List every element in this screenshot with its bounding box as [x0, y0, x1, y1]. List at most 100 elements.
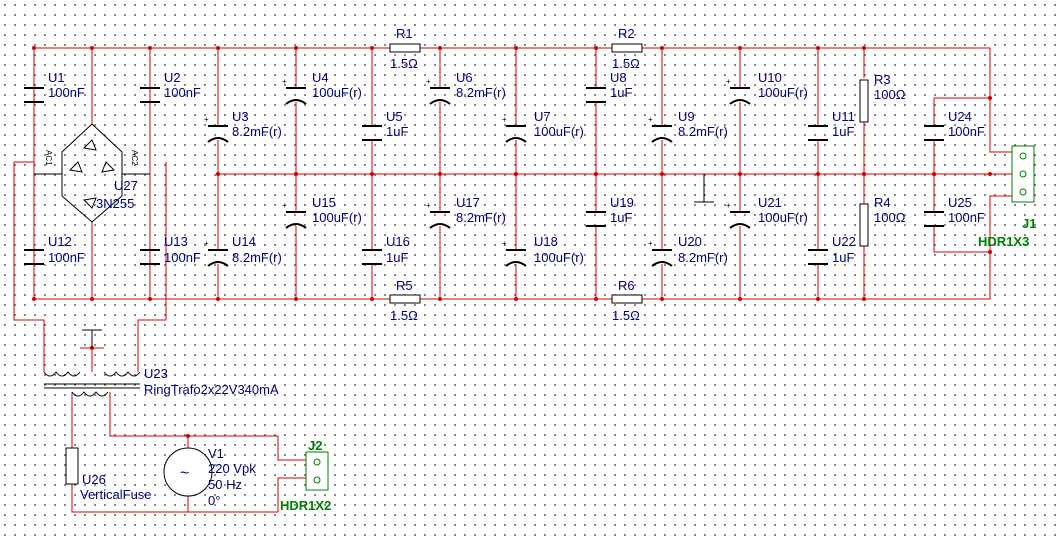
label-U11-value: 1uF — [832, 124, 854, 139]
label-R4-value: 100Ω — [874, 210, 906, 225]
label-V1-frequency: 50 Hz — [208, 477, 242, 492]
svg-text:+: + — [726, 201, 731, 210]
label-R2-ref: R2 — [618, 26, 635, 41]
label-U20-value: 8.2mF(r) — [678, 250, 728, 265]
label-U14-value: 8.2mF(r) — [232, 250, 282, 265]
ground-icon — [694, 174, 714, 203]
resistors — [389, 43, 869, 304]
label-U3-value: 8.2mF(r) — [232, 124, 282, 139]
label-R5-ref: R5 — [396, 278, 413, 293]
label-R4-ref: R4 — [874, 195, 891, 210]
capacitor-icon — [808, 125, 828, 141]
label-U6-value: 8.2mF(r) — [456, 85, 506, 100]
label-U17-value: 8.2mF(r) — [456, 210, 506, 225]
label-U23-ref: U23 — [144, 366, 168, 381]
label-U26-ref: U26 — [82, 472, 106, 487]
label-U15-ref: U15 — [312, 195, 336, 210]
labels: U1 100nF U2 100nF U3 8.2mF(r) U4 100uF(r… — [48, 26, 1036, 513]
transformer-icon — [43, 371, 141, 397]
label-U23-value: RingTrafo2x22V340mA — [144, 382, 279, 397]
label-U14-ref: U14 — [232, 234, 256, 249]
label-U13-value: 100nF — [164, 250, 201, 265]
label-U21-ref: U21 — [758, 195, 782, 210]
label-U11-ref: U11 — [832, 109, 855, 124]
label-U5-ref: U5 — [386, 109, 403, 124]
capacitor-icon — [924, 125, 944, 141]
svg-text:AC2: AC2 — [130, 150, 139, 166]
capacitor-icon — [362, 249, 382, 265]
label-J2-ref: J2 — [308, 438, 322, 453]
capacitor-icon — [808, 249, 828, 265]
resistor-icon — [389, 43, 421, 53]
label-U2-ref: U2 — [164, 70, 181, 85]
svg-text:+: + — [282, 77, 287, 86]
svg-text:+: + — [426, 77, 431, 86]
svg-text:+: + — [502, 115, 507, 124]
label-U19-ref: U19 — [610, 195, 634, 210]
label-U2-value: 100nF — [164, 85, 201, 100]
header-j2-icon — [305, 451, 329, 491]
svg-text:+: + — [648, 115, 653, 124]
label-R6-value: 1.5Ω — [612, 308, 640, 323]
resistor-icon — [859, 79, 869, 123]
label-U22-value: 1uF — [832, 250, 854, 265]
label-R3-value: 100Ω — [874, 87, 906, 102]
svg-text:+: + — [726, 77, 731, 86]
label-J1-value: HDR1X3 — [978, 234, 1029, 249]
label-U12-value: 100nF — [48, 250, 85, 265]
capacitors: +++ +++ +++ +++ — [24, 77, 944, 267]
label-U24-ref: U24 — [948, 109, 972, 124]
capacitor-icon — [140, 87, 160, 103]
resistor-icon — [611, 43, 643, 53]
capacitor-icon — [362, 125, 382, 141]
label-U5-value: 1uF — [386, 124, 408, 139]
resistor-icon — [611, 294, 643, 304]
label-R1-value: 1.5Ω — [390, 56, 418, 71]
label-R1-ref: R1 — [396, 26, 413, 41]
label-U4-value: 100uF(r) — [312, 85, 362, 100]
label-U8-value: 1uF — [610, 85, 632, 100]
label-U18-value: 100uF(r) — [534, 250, 584, 265]
label-V1-ref: V1 — [208, 446, 224, 461]
label-R5-value: 1.5Ω — [390, 308, 418, 323]
label-U3-ref: U3 — [232, 109, 249, 124]
svg-text:+: + — [204, 239, 209, 248]
label-U9-value: 8.2mF(r) — [678, 124, 728, 139]
svg-text:+: + — [204, 115, 209, 124]
label-U17-ref: U17 — [456, 195, 480, 210]
polarized-capacitor-icon — [207, 87, 751, 267]
svg-text:+: + — [426, 201, 431, 210]
fuse-icon — [65, 447, 79, 485]
header-j1-icon — [1011, 145, 1035, 203]
label-U18-ref: U18 — [534, 234, 558, 249]
label-U12-ref: U12 — [48, 234, 72, 249]
label-U9-ref: U9 — [678, 109, 695, 124]
label-U1-ref: U1 — [48, 70, 65, 85]
label-U16-value: 1uF — [386, 250, 408, 265]
label-U7-value: 100uF(r) — [534, 124, 584, 139]
svg-text:~: ~ — [180, 465, 189, 482]
label-U24-value: 100nF — [948, 124, 985, 139]
label-R2-value: 1.5Ω — [612, 56, 640, 71]
label-U10-ref: U10 — [758, 70, 782, 85]
label-R6-ref: R6 — [618, 278, 635, 293]
capacitor-icon — [24, 249, 44, 265]
svg-text:+: + — [282, 201, 287, 210]
label-U22-ref: U22 — [832, 234, 856, 249]
label-U25-ref: U25 — [948, 195, 972, 210]
label-U1-value: 100nF — [48, 85, 85, 100]
svg-text:+: + — [648, 239, 653, 248]
label-U10-value: 100uF(r) — [758, 85, 808, 100]
label-V1-phase: 0° — [208, 493, 220, 508]
label-U27-value: 3N255 — [96, 196, 134, 211]
ground-icon-trafo — [82, 329, 102, 348]
label-V1-amplitude: 220 Vpk — [208, 461, 256, 476]
label-U21-value: 100uF(r) — [758, 210, 808, 225]
capacitor-icon — [586, 87, 606, 103]
label-J2-value: HDR1X2 — [280, 498, 331, 513]
capacitor-icon — [140, 249, 160, 265]
label-U8-ref: U8 — [610, 70, 627, 85]
wires — [13, 46, 1012, 513]
